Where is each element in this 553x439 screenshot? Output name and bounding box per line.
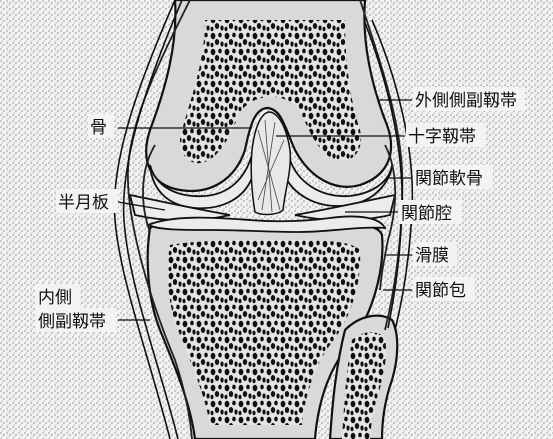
label-synovial-membrane: 滑膜 — [415, 246, 449, 266]
label-bone: 骨 — [90, 118, 107, 138]
label-lateral-collateral-ligament: 外側側副靱帯 — [415, 91, 517, 111]
label-meniscus: 半月板 — [58, 193, 109, 213]
label-cruciate-ligament: 十字靱帯 — [408, 127, 476, 147]
label-joint-capsule: 関節包 — [415, 281, 466, 301]
label-articular-cartilage: 関節軟骨 — [415, 169, 483, 189]
label-joint-cavity: 関節腔 — [401, 204, 452, 224]
label-medial-collateral-ligament-line1: 内側 — [38, 288, 72, 308]
label-medial-collateral-ligament-line2: 側副靱帯 — [38, 312, 106, 332]
